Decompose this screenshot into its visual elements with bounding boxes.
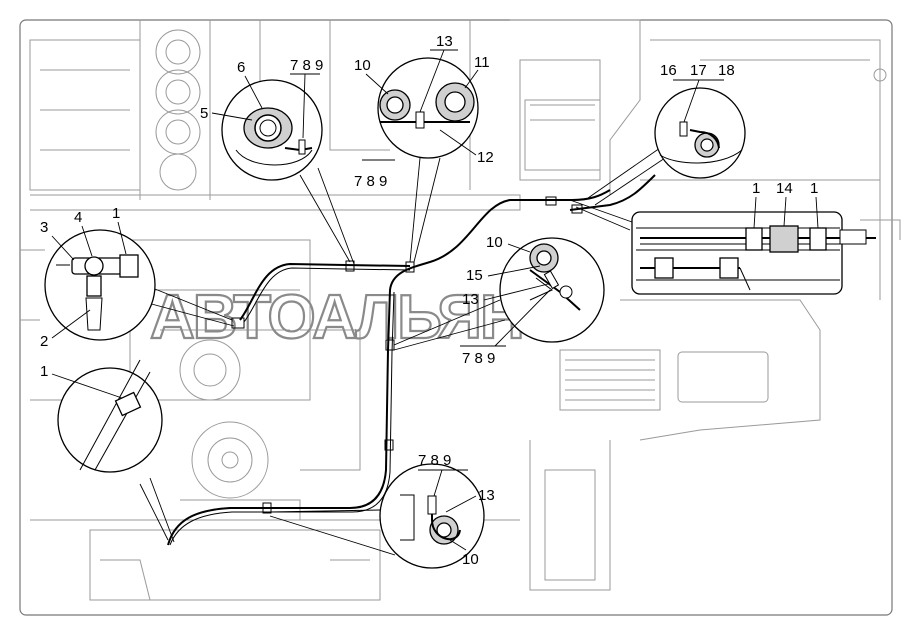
callout-a-clamp-detail: 5 6 7 8 9 — [200, 57, 323, 181]
label-1: 1 — [112, 205, 120, 222]
label-5: 5 — [200, 105, 208, 122]
label-1: 1 — [40, 363, 48, 380]
label-10: 10 — [354, 57, 371, 74]
callout-e-bracket-detail: 10 15 13 7 8 9 — [460, 234, 605, 367]
label-3: 3 — [40, 219, 48, 236]
label-13: 13 — [462, 291, 479, 308]
label-15: 15 — [466, 267, 483, 284]
callout-c-valve-clamp-detail: 16 17 18 — [654, 62, 746, 179]
bolt-icon — [427, 495, 437, 515]
label-2: 2 — [40, 333, 48, 350]
callout-h-hose-coupling-detail: 1 14 1 — [631, 180, 876, 295]
bolt-icon — [679, 121, 688, 137]
label-7-8-9: 7 8 9 — [290, 57, 323, 74]
coupling-icon — [769, 225, 799, 253]
label-7-8-9: 7 8 9 — [354, 173, 387, 190]
label-7-8-9: 7 8 9 — [418, 452, 451, 469]
label-6: 6 — [237, 59, 245, 76]
label-13: 13 — [478, 487, 495, 504]
callout-f-clip-detail: 1 — [40, 359, 163, 473]
bolt-icon — [543, 270, 560, 290]
hose-line — [167, 174, 656, 546]
label-7-8-9: 7 8 9 — [462, 350, 495, 367]
label-14: 14 — [776, 180, 793, 197]
label-10: 10 — [462, 551, 479, 568]
label-11: 11 — [474, 54, 490, 71]
callout-b-double-clamp-detail: 10 13 11 12 7 8 9 — [354, 33, 494, 190]
label-12: 12 — [477, 149, 494, 166]
label-13: 13 — [436, 33, 453, 50]
label-10: 10 — [486, 234, 503, 251]
label-1: 1 — [752, 180, 760, 197]
bolt-icon — [415, 111, 425, 129]
label-4: 4 — [74, 209, 82, 226]
leader-lines — [139, 147, 666, 556]
callout-g-clamp-detail: 7 8 9 13 10 — [379, 452, 495, 569]
label-18: 18 — [718, 62, 735, 79]
bolt-icon — [298, 139, 306, 155]
label-17: 17 — [690, 62, 707, 79]
callout-d-fitting-detail: 3 4 1 2 — [40, 205, 156, 350]
label-16: 16 — [660, 62, 677, 79]
label-1: 1 — [810, 180, 818, 197]
